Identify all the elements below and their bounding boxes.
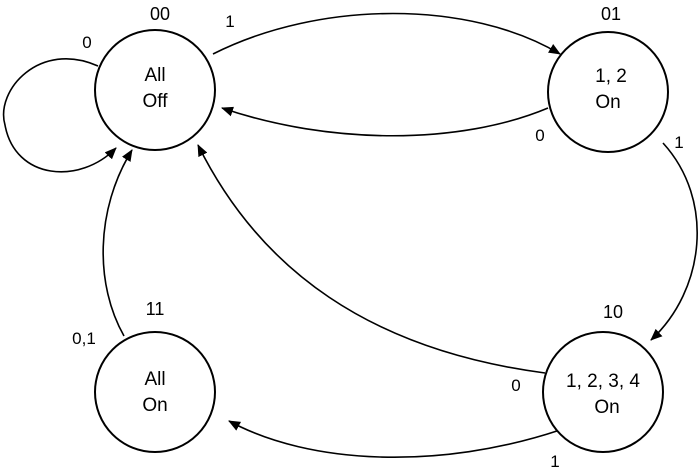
label-11-to-00: 0,1 — [72, 329, 96, 348]
state-11: All On 11 — [94, 299, 216, 453]
edge-10-to-11 — [228, 420, 561, 458]
state-00-code: 00 — [150, 4, 170, 24]
state-10-circle — [542, 331, 664, 453]
label-01-to-00: 0 — [535, 126, 544, 145]
state-00-label-line1: All — [144, 65, 165, 86]
label-10-to-00: 0 — [511, 376, 520, 395]
state-11-label-line2: On — [142, 395, 167, 416]
label-00-to-01: 1 — [225, 12, 234, 31]
state-10-label-line2: On — [594, 397, 619, 418]
state-10-code: 10 — [603, 302, 623, 322]
edge-00-to-01 — [212, 12, 561, 55]
state-00-circle — [94, 29, 216, 151]
state-01-label-line1: 1, 2 — [595, 66, 627, 87]
state-10-label-line1: 1, 2, 3, 4 — [566, 371, 640, 392]
label-01-to-10: 1 — [674, 133, 683, 152]
edge-10-to-00 — [197, 144, 546, 374]
label-00-self: 0 — [82, 33, 91, 52]
state-01: 1, 2 On 01 — [547, 4, 669, 153]
state-01-label-line2: On — [595, 92, 620, 113]
state-00: All Off 00 — [94, 4, 216, 151]
label-10-to-11: 1 — [550, 452, 559, 469]
state-11-circle — [94, 331, 216, 453]
state-11-code: 11 — [146, 299, 165, 319]
state-11-label-line1: All — [144, 369, 165, 390]
transitions — [2, 12, 698, 458]
edge-11-to-00 — [102, 149, 133, 337]
edge-01-to-10 — [650, 142, 698, 341]
state-00-label-line2: Off — [143, 91, 169, 112]
state-01-code: 01 — [601, 4, 621, 24]
state-10: 1, 2, 3, 4 On 10 — [542, 302, 664, 453]
edge-01-to-00 — [221, 106, 549, 137]
transition-labels: 0 1 0 1 0 1 0,1 — [72, 12, 684, 471]
edge-00-self — [2, 58, 117, 173]
state-01-circle — [547, 31, 669, 153]
